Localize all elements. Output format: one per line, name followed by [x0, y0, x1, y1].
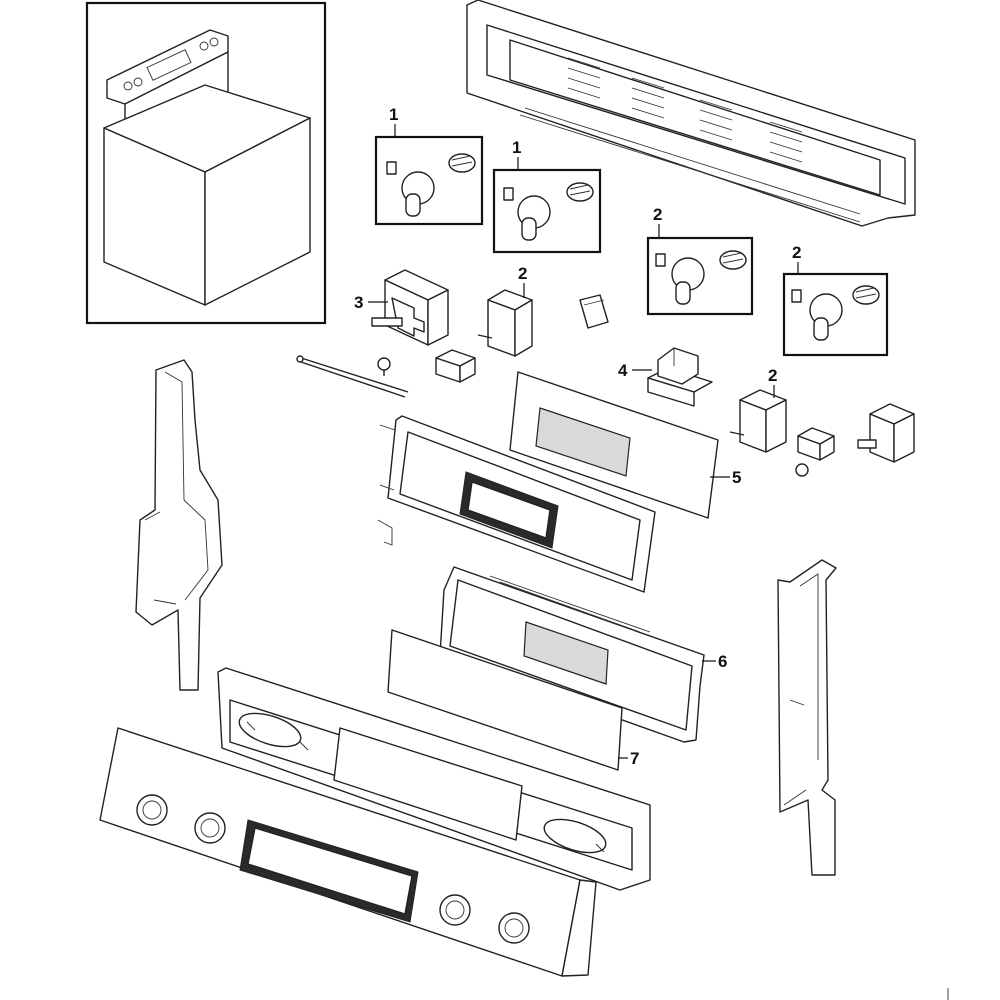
relay-block [435, 349, 476, 383]
callout-1b: 1 [512, 138, 521, 157]
callout-2a: 2 [653, 205, 662, 224]
callout-2b: 2 [792, 243, 801, 262]
bracket-clip [579, 294, 609, 329]
shaft-rod [296, 355, 409, 398]
knob-kit-2b [782, 272, 889, 357]
callouts: 1 1 2 2 2 2 3 4 5 6 7 [354, 105, 801, 768]
control-board-bracket [377, 415, 656, 593]
callout-3: 3 [354, 293, 363, 312]
infinite-switch-right [857, 403, 915, 463]
front-knobs [136, 794, 530, 944]
rear-control-panel [217, 667, 651, 891]
switch-2c [729, 389, 787, 453]
callout-4: 4 [618, 361, 628, 380]
switch-2a [477, 289, 533, 357]
front-control-panel [99, 727, 597, 977]
left-side-trim [135, 359, 223, 691]
relay-block-right [795, 427, 835, 477]
callout-2c: 2 [518, 264, 527, 283]
callout-5: 5 [732, 468, 741, 487]
overlay-glass-7 [387, 629, 623, 771]
callout-1a: 1 [389, 105, 398, 124]
knob-kit-1b [492, 168, 602, 254]
transformer-4 [647, 347, 713, 407]
right-side-trim [777, 559, 837, 876]
callout-2d: 2 [768, 366, 777, 385]
infinite-switch-3 [371, 269, 449, 346]
control-board-5 [509, 371, 719, 519]
indicator-light [377, 357, 391, 376]
appliance-overview-inset [85, 1, 327, 325]
vent-slots [567, 57, 803, 163]
callout-6: 6 [718, 652, 727, 671]
rear-vent-panel [466, 0, 916, 227]
knob-kit-1a [374, 135, 484, 226]
callout-7: 7 [630, 749, 639, 768]
knob-kit-2a [646, 236, 754, 316]
